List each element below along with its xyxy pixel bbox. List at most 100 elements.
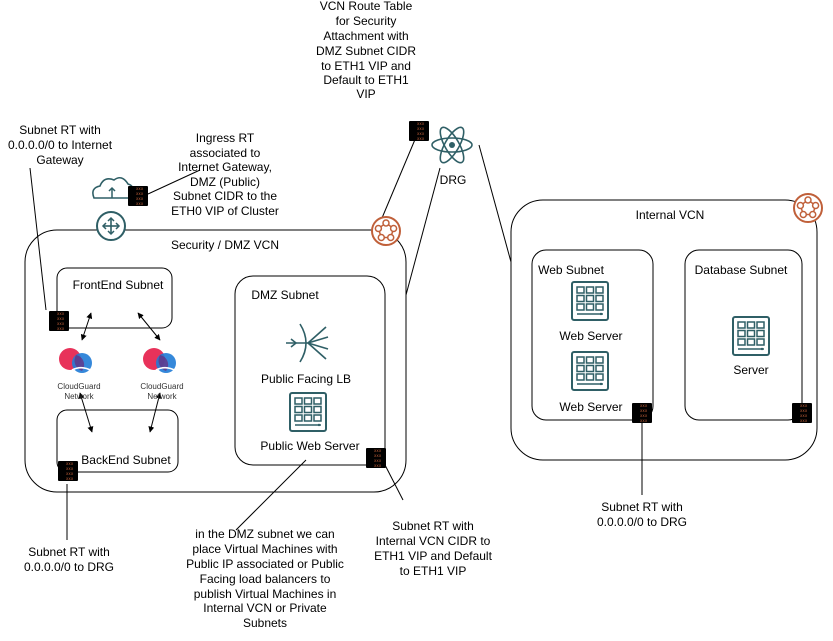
security-vcn-title: Security / DMZ VCN xyxy=(171,238,279,252)
subnet-rt-igw-note: Subnet RT with 0.0.0.0/0 to Internet Gat… xyxy=(8,123,113,167)
svg-text:Internal VCN or Private: Internal VCN or Private xyxy=(203,601,327,615)
svg-text:in the DMZ subnet we can: in the DMZ subnet we can xyxy=(195,527,334,541)
cloudguard-label: Network xyxy=(147,392,177,401)
svg-text:xxx: xxx xyxy=(800,418,808,423)
svg-text:ETH1 VIP and Default: ETH1 VIP and Default xyxy=(374,549,493,563)
subnet-rt-drg-web-note: Subnet RT with 0.0.0.0/0 to DRG xyxy=(597,500,687,529)
svg-text:xxx: xxx xyxy=(57,326,65,331)
internal-vcn-icon xyxy=(793,193,823,223)
web-server-icon xyxy=(571,351,609,391)
svg-text:Public IP associated or Public: Public IP associated or Public xyxy=(186,557,344,571)
svg-text:xxx: xxx xyxy=(57,321,65,326)
svg-text:xxx: xxx xyxy=(800,413,808,418)
svg-text:xxx: xxx xyxy=(136,201,144,206)
svg-text:xxx: xxx xyxy=(417,136,425,141)
svg-text:associated to: associated to xyxy=(190,146,261,160)
dmz-subnet-box xyxy=(234,275,386,466)
svg-text:DMZ Subnet CIDR: DMZ Subnet CIDR xyxy=(316,44,416,58)
subnet-rt-internal-vcn-note: Subnet RT with Internal VCN CIDR to ETH1… xyxy=(374,519,493,578)
connector-line xyxy=(235,459,307,531)
dmz-explanation-note: in the DMZ subnet we can place Virtual M… xyxy=(186,527,344,630)
svg-text:xxx: xxx xyxy=(57,311,65,316)
svg-text:Subnet RT with: Subnet RT with xyxy=(28,545,110,559)
arrow-frontend-cg2 xyxy=(137,312,161,341)
svg-text:xxx: xxx xyxy=(417,126,425,131)
cloudguard-label: CloudGuard xyxy=(140,382,183,391)
internet-cloud-icon xyxy=(92,176,135,199)
frontend-subnet-box xyxy=(56,267,173,329)
svg-text:xxx: xxx xyxy=(640,403,648,408)
svg-text:VCN Route Table: VCN Route Table xyxy=(320,0,413,13)
dmz-subnet-label: DMZ Subnet xyxy=(251,288,319,302)
connector-line xyxy=(384,464,404,501)
ingress-rt-note: Ingress RT associated to Internet Gatewa… xyxy=(171,131,279,218)
svg-text:xxx: xxx xyxy=(640,413,648,418)
svg-text:Gateway: Gateway xyxy=(36,153,83,167)
connector-line xyxy=(478,144,512,263)
svg-text:xxx: xxx xyxy=(57,316,65,321)
svg-text:0.0.0.0/0 to DRG: 0.0.0.0/0 to DRG xyxy=(24,560,114,574)
svg-text:Ingress RT: Ingress RT xyxy=(196,131,255,145)
svg-text:Subnet RT with: Subnet RT with xyxy=(392,519,474,533)
svg-text:ETH0 VIP of Cluster: ETH0 VIP of Cluster xyxy=(171,204,279,218)
svg-text:xxx: xxx xyxy=(800,403,808,408)
web-server-label: Web Server xyxy=(559,400,622,414)
frontend-subnet-label: FrontEnd Subnet xyxy=(73,278,164,292)
database-subnet-label: Database Subnet xyxy=(695,263,788,277)
svg-text:Facing load balancers to: Facing load balancers to xyxy=(200,572,331,586)
svg-text:xxx: xxx xyxy=(640,408,648,413)
connector-line xyxy=(381,129,420,219)
svg-text:place Virtual Machines with: place Virtual Machines with xyxy=(192,542,337,556)
svg-text:xxx: xxx xyxy=(66,461,74,466)
load-balancer-icon xyxy=(286,323,329,363)
server-label: Server xyxy=(733,363,768,377)
arrow-cg1-backend xyxy=(78,392,94,433)
svg-text:Internet Gateway,: Internet Gateway, xyxy=(178,160,272,174)
svg-text:publish Virtual Machines in: publish Virtual Machines in xyxy=(194,587,337,601)
svg-text:Subnet CIDR to the: Subnet CIDR to the xyxy=(173,189,277,203)
svg-text:xxx: xxx xyxy=(66,476,74,481)
svg-text:Subnets: Subnets xyxy=(243,616,287,630)
svg-text:xxx: xxx xyxy=(417,131,425,136)
svg-text:xxx: xxx xyxy=(136,191,144,196)
svg-text:VIP: VIP xyxy=(356,87,375,101)
drg-label: DRG xyxy=(440,173,467,187)
svg-text:DMZ (Public): DMZ (Public) xyxy=(190,175,260,189)
svg-text:Attachment with: Attachment with xyxy=(323,29,408,43)
svg-text:xxx: xxx xyxy=(374,458,382,463)
svg-text:Subnet RT with: Subnet RT with xyxy=(19,123,101,137)
backend-subnet-label: BackEnd Subnet xyxy=(81,453,171,467)
svg-text:xxx: xxx xyxy=(374,453,382,458)
connector-line xyxy=(29,167,47,311)
web-subnet-box xyxy=(531,249,654,421)
arrow-cg2-backend xyxy=(148,392,162,433)
svg-text:Internal VCN CIDR to: Internal VCN CIDR to xyxy=(376,534,491,548)
svg-text:xxx: xxx xyxy=(417,121,425,126)
svg-text:to ETH1 VIP and: to ETH1 VIP and xyxy=(321,59,411,73)
public-lb-label: Public Facing LB xyxy=(261,372,351,386)
svg-text:xxx: xxx xyxy=(66,471,74,476)
web-subnet-label: Web Subnet xyxy=(538,263,604,277)
web-server-icon xyxy=(571,281,609,321)
internal-vcn-title: Internal VCN xyxy=(636,208,705,222)
vcn-route-table-note: VCN Route Table for Security Attachment … xyxy=(316,0,416,101)
svg-text:Default to ETH1: Default to ETH1 xyxy=(323,73,409,87)
connector-line xyxy=(147,169,201,195)
public-web-server-icon xyxy=(289,392,327,432)
web-server-label: Web Server xyxy=(559,329,622,343)
database-server-icon xyxy=(732,316,770,356)
cloudguard-label: Network xyxy=(64,392,94,401)
svg-text:xxx: xxx xyxy=(66,466,74,471)
cloudguard-label: CloudGuard xyxy=(57,382,100,391)
svg-text:xxx: xxx xyxy=(136,186,144,191)
svg-text:Subnet RT with: Subnet RT with xyxy=(601,500,683,514)
svg-text:xxx: xxx xyxy=(136,196,144,201)
subnet-rt-drg-backend-note: Subnet RT with 0.0.0.0/0 to DRG xyxy=(24,545,114,574)
